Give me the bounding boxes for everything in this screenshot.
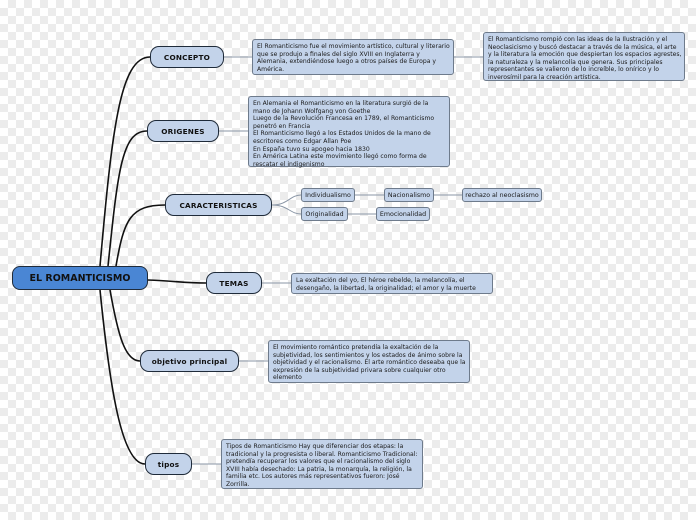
sub-emocionalidad[interactable]: Emocionalidad xyxy=(376,207,430,221)
note-line: En Alemania el Romanticismo en la litera… xyxy=(253,100,429,107)
note-line: pretendía recuperar los valores que el r… xyxy=(226,458,411,466)
link-objetivo xyxy=(109,289,141,362)
note-line: XVIII había desechado: La patria, la mon… xyxy=(226,465,412,473)
link-caracteristicas xyxy=(115,204,166,267)
note-line: América. xyxy=(257,65,285,73)
sub-individualismo[interactable]: Individualismo xyxy=(301,188,355,202)
sub-rechazo-neoclasismo[interactable]: rechazo al neoclasismo xyxy=(462,188,542,202)
note-line: Tipos de Romanticismo Hay que diferencia… xyxy=(226,443,404,450)
link-concepto xyxy=(99,56,151,267)
note-line: rescatar el indigenismo xyxy=(253,160,325,168)
topic-caracteristicas[interactable]: CARACTERISTICAS xyxy=(165,194,272,216)
note-line: inverosímil para la creación artística. xyxy=(488,73,601,81)
note-line: El movimiento romántico pretendía la exa… xyxy=(273,344,439,351)
topic-concepto[interactable]: CONCEPTO xyxy=(150,46,224,68)
note-line: familia etc. Los autores más representat… xyxy=(226,473,400,481)
link-tipos xyxy=(99,289,146,465)
topic-origenes[interactable]: ORIGENES xyxy=(147,120,219,142)
sub-originalidad[interactable]: Originalidad xyxy=(301,207,348,221)
note-line: Neoclasicismo y buscó destacar a través … xyxy=(488,43,677,51)
note-line: subjetividad, los sentimientos y los est… xyxy=(273,351,463,359)
link-individualismo xyxy=(271,194,302,206)
note-line: escritores como Edgar Allan Poe xyxy=(253,137,352,145)
note-line: tradicional y la progresista o liberal. … xyxy=(226,450,418,458)
note-line: La exaltación del yo, El héroe rebelde, … xyxy=(296,277,465,284)
note-objetivo[interactable]: El movimiento romántico pretendía la exa… xyxy=(268,340,470,383)
note-line: Luego de la Revolución Francesa en 1789,… xyxy=(253,115,435,123)
note-line: elemento xyxy=(273,374,302,382)
note-line: El Romanticismo rompió con las ideas de … xyxy=(488,36,668,43)
note-line: En España tuvo su apogeo hacia 1830 xyxy=(253,145,370,153)
link-temas xyxy=(147,279,207,284)
note-line: expresión de la subjetividad privara sob… xyxy=(273,366,446,374)
note-temas[interactable]: La exaltación del yo, El héroe rebelde, … xyxy=(291,273,493,294)
note-tipos[interactable]: Tipos de Romanticismo Hay que diferencia… xyxy=(221,439,423,489)
note-line: Zorrilla. xyxy=(226,480,250,488)
note-line: la naturaleza y la melancolía que genera… xyxy=(488,58,663,66)
topic-objetivo-principal[interactable]: objetivo principal xyxy=(140,350,239,372)
note-concepto[interactable]: El Romanticismo fue el movimiento artíst… xyxy=(252,39,454,75)
note-line: y la literatura la emoción que despierta… xyxy=(488,51,682,59)
note-line: En América Latina este movimiento llegó … xyxy=(253,153,427,161)
root-topic[interactable]: EL ROMANTICISMO xyxy=(12,266,148,290)
topic-tipos[interactable]: tipos xyxy=(145,453,192,475)
sub-nacionalismo[interactable]: Nacionalismo xyxy=(384,188,434,202)
link-origenes xyxy=(107,130,148,267)
note-line: objetividad y el racionalismo. El arte r… xyxy=(273,359,466,367)
note-line: Alemania, extendiéndose luego a otros pa… xyxy=(257,58,437,66)
note-line: mano de Johann Wolfgang von Goethe xyxy=(253,107,371,115)
topic-temas[interactable]: TEMAS xyxy=(206,272,262,294)
note-line: penetró en Francia xyxy=(253,122,311,130)
note-line: El Romanticismo llegó a los Estados Unid… xyxy=(253,130,431,138)
note-line: El Romanticismo fue el movimiento artíst… xyxy=(257,43,450,50)
note-origenes[interactable]: En Alemania el Romanticismo en la litera… xyxy=(248,96,450,168)
note-line: desengaño, la libertad, la originalidad;… xyxy=(296,284,476,292)
note-line: representantes se valieron de lo increíb… xyxy=(488,66,660,74)
note-line: que se produjo a finales del siglo XVIII… xyxy=(257,50,420,58)
link-originalidad xyxy=(271,204,302,215)
note-concepto-2[interactable]: El Romanticismo rompió con las ideas de … xyxy=(483,32,685,81)
